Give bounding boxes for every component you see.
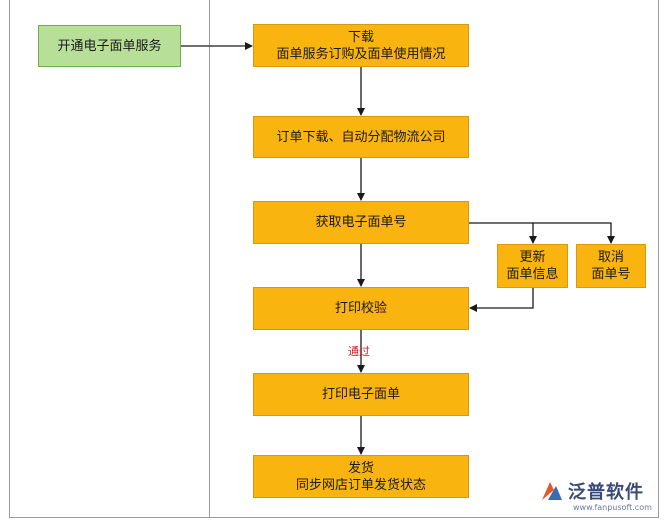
node-print-waybill: 打印电子面单	[253, 373, 469, 416]
node-open-service-label: 开通电子面单服务	[57, 38, 162, 54]
arrow-update-to-verify	[469, 288, 534, 312]
node-print-verify: 打印校验	[253, 287, 469, 330]
arrow-get-to-update	[469, 222, 537, 244]
node-order-download: 订单下载、自动分配物流公司	[253, 116, 469, 158]
node-ship-title: 发货	[347, 460, 374, 476]
node-cancel-number: 取消 面单号	[576, 244, 646, 288]
diagram-frame	[9, 0, 659, 518]
node-download-detail: 面单服务订购及面单使用情况	[276, 46, 446, 62]
brand-url: www.fanpusoft.com	[573, 503, 652, 512]
node-cancel-line1: 取消	[597, 250, 624, 265]
node-ship-detail: 同步网店订单发货状态	[295, 477, 426, 493]
node-ship: 发货 同步网店订单发货状态	[253, 455, 469, 498]
node-get-number-label: 获取电子面单号	[315, 215, 407, 230]
node-open-service: 开通电子面单服务	[38, 25, 181, 67]
brand-logo-icon	[542, 482, 562, 500]
node-update-line2: 面单信息	[506, 267, 559, 282]
node-cancel-line2: 面单号	[591, 267, 631, 282]
brand-logo: 泛普软件	[540, 478, 644, 504]
node-print-verify-label: 打印校验	[334, 301, 387, 316]
arrow-get-to-cancel	[533, 222, 615, 244]
node-get-number: 获取电子面单号	[253, 201, 469, 244]
brand-name: 泛普软件	[568, 482, 644, 503]
node-download: 下载 面单服务订购及面单使用情况	[253, 24, 469, 67]
node-order-download-label: 订单下载、自动分配物流公司	[276, 129, 446, 145]
node-update-line1: 更新	[519, 250, 546, 265]
edge-label-pass: 通过	[348, 345, 370, 358]
node-download-title: 下载	[347, 29, 374, 45]
lane-divider	[209, 0, 210, 518]
node-print-waybill-label: 打印电子面单	[321, 387, 400, 402]
node-update-info: 更新 面单信息	[497, 244, 568, 288]
